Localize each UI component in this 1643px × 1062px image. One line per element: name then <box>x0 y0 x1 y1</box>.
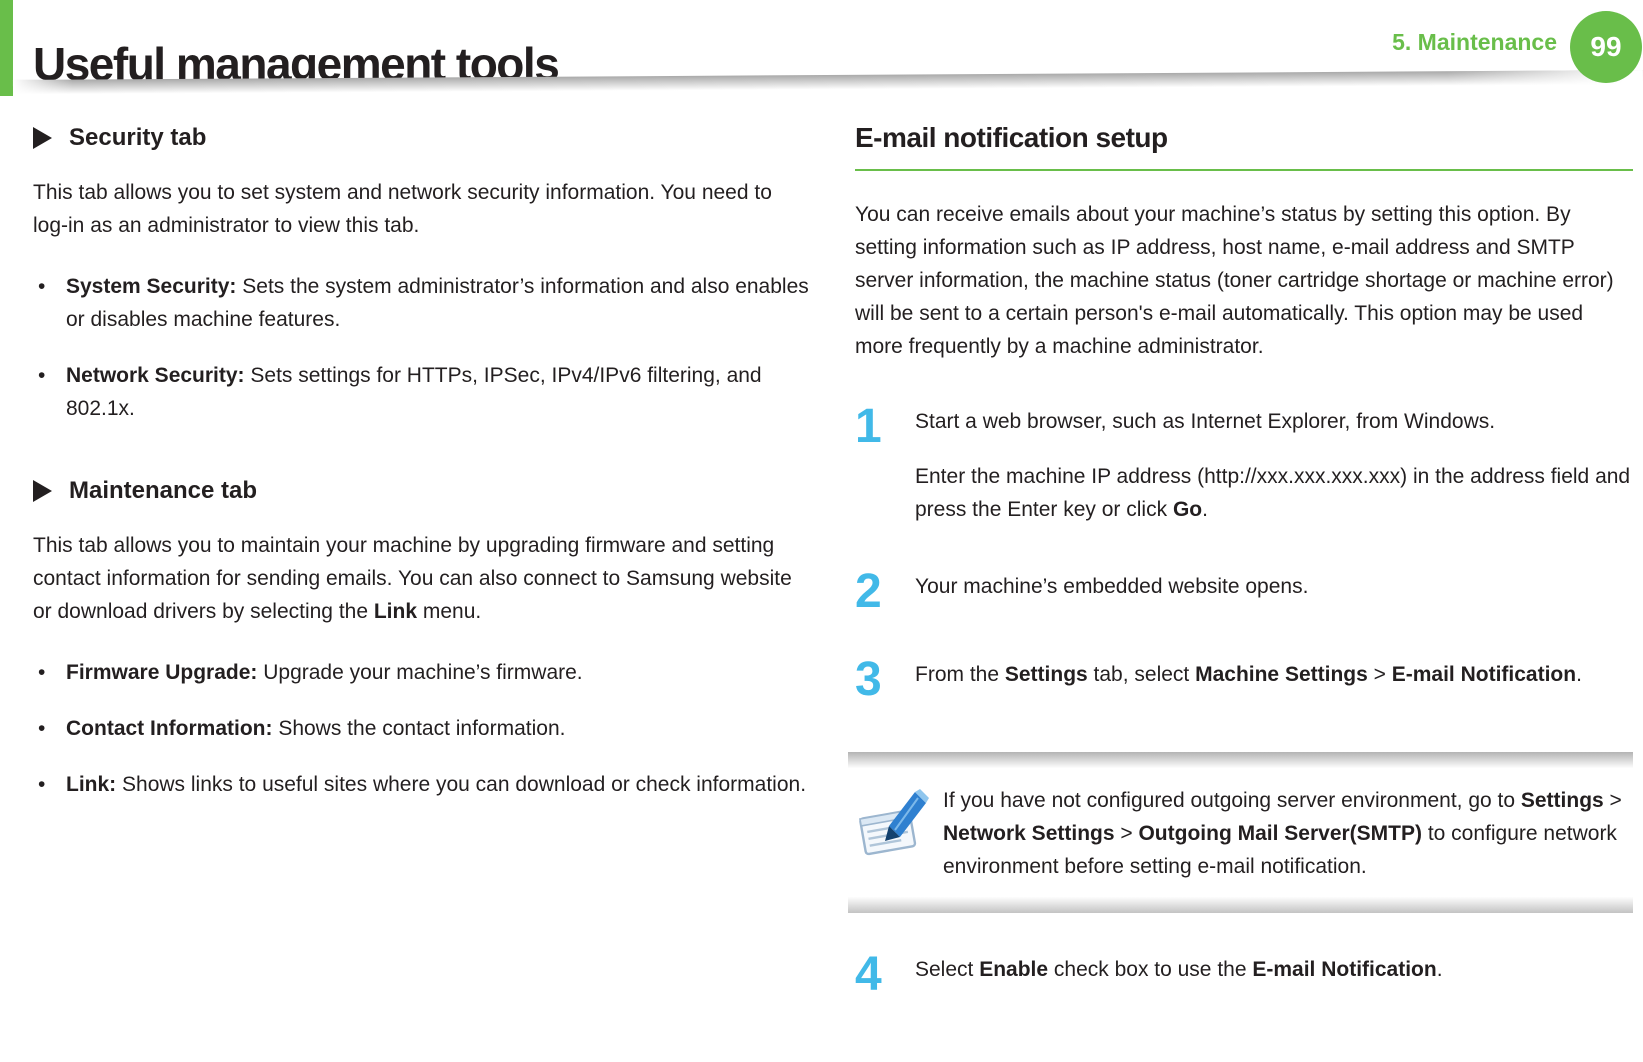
section-security-tab: Security tab This tab allows you to set … <box>33 124 811 425</box>
step-text: Select Enable check box to use the E-mai… <box>915 953 1633 997</box>
step-paragraph: From the Settings tab, select Machine Se… <box>915 663 1582 686</box>
chapter-label: 5. Maintenance <box>1392 29 1557 55</box>
step-1: 1 Start a web browser, such as Internet … <box>855 400 1633 526</box>
security-tab-heading-label: Security tab <box>69 124 207 151</box>
page-number: 99 <box>1590 31 1622 62</box>
step-paragraph: Enter the machine IP address (http://xxx… <box>915 465 1631 521</box>
step-4: 4 Select Enable check box to use the E-m… <box>855 948 1633 1001</box>
right-triangle-icon <box>33 127 52 149</box>
list-item: Network Security: Sets settings for HTTP… <box>33 359 811 425</box>
step-text: Your machine’s embedded website opens. <box>915 570 1633 614</box>
step-2: 2 Your machine’s embedded website opens. <box>855 565 1633 618</box>
list-item: Link: Shows links to useful sites where … <box>33 768 811 801</box>
step-3: 3 From the Settings tab, select Machine … <box>855 653 1633 706</box>
step-paragraph: Your machine’s embedded website opens. <box>915 575 1309 598</box>
note-text: If you have not configured outgoing serv… <box>943 789 1622 878</box>
maintenance-bullet-list: Firmware Upgrade: Upgrade your machine’s… <box>33 656 811 801</box>
section-maintenance-tab: Maintenance tab This tab allows you to m… <box>33 477 811 801</box>
list-item: System Security: Sets the system adminis… <box>33 270 811 336</box>
step-paragraph: Start a web browser, such as Internet Ex… <box>915 410 1496 433</box>
page-number-badge: 99 <box>1570 11 1642 83</box>
security-tab-heading: Security tab <box>33 124 811 152</box>
security-tab-intro: This tab allows you to set system and ne… <box>33 181 772 237</box>
maintenance-tab-heading-label: Maintenance tab <box>69 477 258 504</box>
right-column: E-mail notification setup You can receiv… <box>848 122 1633 1001</box>
maintenance-tab-intro: This tab allows you to maintain your mac… <box>33 534 792 623</box>
list-item: Contact Information: Shows the contact i… <box>33 712 811 745</box>
step-number: 1 <box>855 400 882 453</box>
step-text: From the Settings tab, select Machine Se… <box>915 658 1633 702</box>
email-notification-intro: You can receive emails about your machin… <box>855 203 1614 358</box>
green-accent-bar <box>0 0 13 96</box>
maintenance-tab-heading: Maintenance tab <box>33 477 811 505</box>
step-number: 3 <box>855 653 882 706</box>
step-paragraph: Select Enable check box to use the E-mai… <box>915 958 1443 981</box>
left-column: Security tab This tab allows you to set … <box>33 124 811 824</box>
email-notification-heading: E-mail notification setup <box>855 122 1633 171</box>
step-text: Start a web browser, such as Internet Ex… <box>915 405 1633 526</box>
step-number: 4 <box>855 948 882 1001</box>
notepad-pencil-icon <box>856 788 932 864</box>
step-number: 2 <box>855 565 882 618</box>
step-list: 1 Start a web browser, such as Internet … <box>848 400 1633 1001</box>
right-triangle-icon <box>33 480 52 502</box>
note-box: If you have not configured outgoing serv… <box>848 752 1633 913</box>
list-item: Firmware Upgrade: Upgrade your machine’s… <box>33 656 811 689</box>
security-bullet-list: System Security: Sets the system adminis… <box>33 270 811 425</box>
